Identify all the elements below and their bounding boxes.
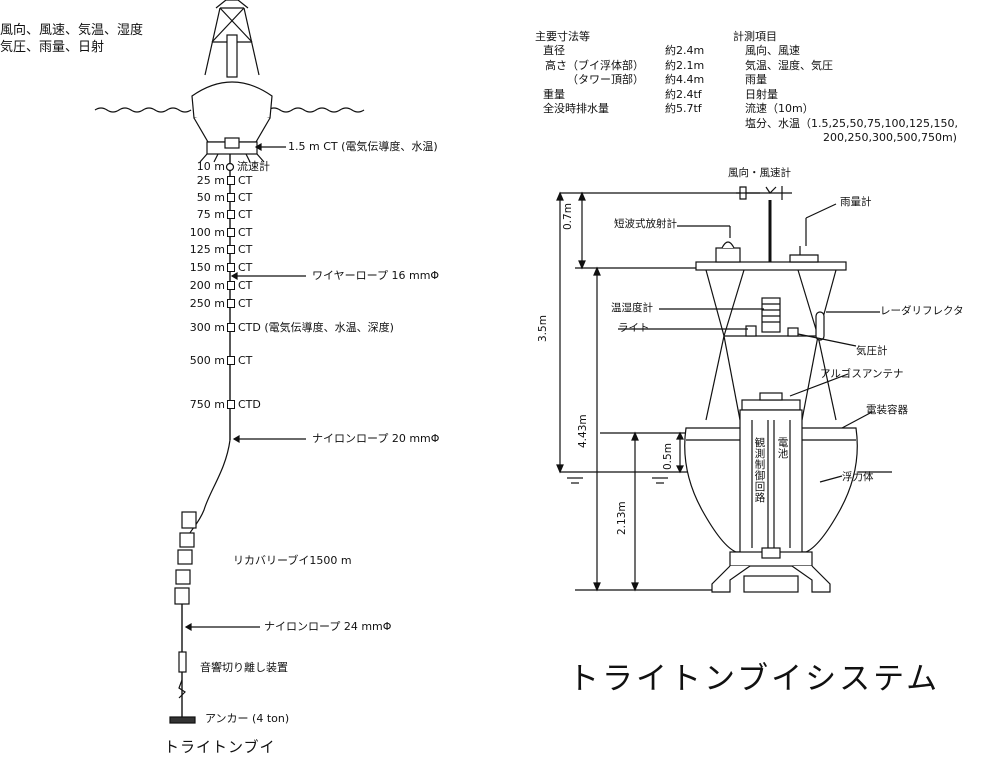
measurement-item: 雨量 bbox=[745, 73, 767, 86]
instrument-depth: 150 m bbox=[189, 261, 225, 274]
instrument-marker bbox=[227, 400, 235, 409]
instrument-marker bbox=[227, 356, 235, 365]
barometer-label: 気圧計 bbox=[856, 345, 888, 357]
instrument-label: CT bbox=[238, 208, 253, 221]
spec-label: 重量 bbox=[543, 87, 565, 101]
instrument-label: CT bbox=[238, 243, 253, 256]
spec-value: 約2.4m bbox=[665, 44, 705, 57]
measurement-item: 日射量 bbox=[745, 87, 778, 101]
instrument-marker bbox=[227, 176, 235, 185]
instrument-depth: 250 m bbox=[189, 297, 225, 310]
instrument-marker bbox=[227, 228, 235, 237]
instrument-label: CT bbox=[238, 174, 253, 187]
instrument-marker bbox=[227, 210, 235, 219]
instrument-depth: 500 m bbox=[189, 354, 225, 367]
instrument-label: CT bbox=[238, 226, 253, 239]
instrument-marker bbox=[227, 323, 235, 332]
instrument-label: CT bbox=[238, 354, 253, 367]
system-title: トライトンブイシステム bbox=[568, 661, 941, 697]
measurement-item: 流速（10m） bbox=[745, 102, 814, 115]
recovery-buoy-label: リカバリーブイ1500 m bbox=[233, 554, 352, 567]
specs-title: 主要寸法等 bbox=[535, 30, 590, 43]
instrument-label: CT bbox=[238, 279, 253, 292]
instrument-depth: 75 m bbox=[196, 208, 225, 221]
instrument-marker bbox=[227, 245, 235, 254]
instrument-marker bbox=[227, 281, 235, 290]
current-meter-label: 流速計 bbox=[237, 160, 270, 173]
rain-gauge-label: 雨量計 bbox=[840, 196, 872, 208]
wire-rope-label: ワイヤーロープ 16 mmΦ bbox=[312, 269, 440, 282]
dim-0-7: 0.7m bbox=[562, 203, 574, 230]
spec-value: 約5.7tf bbox=[665, 102, 702, 115]
ct-1-5m-label: 1.5 m CT (電気伝導度、水温) bbox=[288, 140, 438, 153]
instrument-depth: 750 m bbox=[189, 398, 225, 411]
wind-sensor-label: 風向・風速計 bbox=[728, 167, 791, 179]
radiometer-label: 短波式放射計 bbox=[614, 218, 677, 230]
current-meter-depth: 10 m bbox=[196, 160, 225, 173]
instrument-marker bbox=[227, 193, 235, 202]
spec-value: 約2.1m bbox=[665, 58, 705, 72]
left-caption: トライトンブイ bbox=[164, 738, 276, 756]
sensors-top-line2: 気圧、雨量、日射 bbox=[0, 40, 105, 55]
instrument-label: CTD (電気伝導度、水温、深度) bbox=[238, 321, 394, 334]
instrument-marker bbox=[227, 299, 235, 308]
spec-label: 直径 bbox=[543, 44, 565, 57]
acoustic-release-label: 音響切り離し装置 bbox=[200, 661, 288, 674]
instrument-depth: 200 m bbox=[189, 279, 225, 292]
instrument-depth: 25 m bbox=[196, 174, 225, 187]
instrument-depth: 50 m bbox=[196, 191, 225, 204]
instrument-depth: 300 m bbox=[189, 321, 225, 334]
light-label: ライト bbox=[618, 322, 650, 334]
anchor-label: アンカー (4 ton) bbox=[205, 712, 290, 725]
spec-value: 約2.4tf bbox=[665, 87, 702, 101]
spec-label: 高さ（ブイ浮体部） bbox=[545, 58, 644, 72]
dim-0-5: 0.5m bbox=[662, 443, 674, 470]
spec-label: 全没時排水量 bbox=[543, 102, 609, 115]
instrument-label: CT bbox=[238, 191, 253, 204]
dim-2-13: 2.13m bbox=[616, 501, 628, 535]
instrument-marker bbox=[227, 263, 235, 272]
battery-label: 電池 bbox=[777, 437, 789, 460]
controller-label: 観測制御回路 bbox=[754, 437, 766, 504]
instrument-depth: 125 m bbox=[189, 243, 225, 256]
right-buoy-detail bbox=[556, 186, 892, 593]
instrument-depth: 100 m bbox=[189, 226, 225, 239]
radar-reflector-label: レーダリフレクタ bbox=[880, 305, 964, 317]
thermo-hygro-label: 温湿度計 bbox=[611, 302, 653, 314]
nylon-rope-24-label: ナイロンロープ 24 mmΦ bbox=[264, 620, 392, 633]
argos-antenna-label: アルゴスアンテナ bbox=[820, 368, 904, 380]
dim-4-43: 4.43m bbox=[577, 414, 589, 448]
measurement-item: 塩分、水温（1.5,25,50,75,100,125,150, bbox=[745, 116, 958, 130]
dim-3-5: 3.5m bbox=[537, 315, 549, 342]
measurement-item: 気温、湿度、気圧 bbox=[745, 58, 833, 72]
spec-value: 約4.4m bbox=[665, 73, 705, 86]
measurement-item: 風向、風速 bbox=[745, 44, 800, 57]
instrument-label: CT bbox=[238, 297, 253, 310]
instrument-label: CT bbox=[238, 261, 253, 274]
measurements-title: 計測項目 bbox=[733, 30, 777, 43]
spec-label: （タワー頂部） bbox=[567, 73, 644, 86]
float-body-label: 浮力体 bbox=[842, 471, 874, 483]
nylon-rope-20-label: ナイロンロープ 20 mmΦ bbox=[312, 432, 440, 445]
measurement-item: 200,250,300,500,750m) bbox=[823, 131, 957, 144]
electronics-label: 電装容器 bbox=[866, 404, 908, 416]
sensors-top-line1: 風向、風速、気温、湿度 bbox=[0, 23, 144, 38]
instrument-label: CTD bbox=[238, 398, 261, 411]
